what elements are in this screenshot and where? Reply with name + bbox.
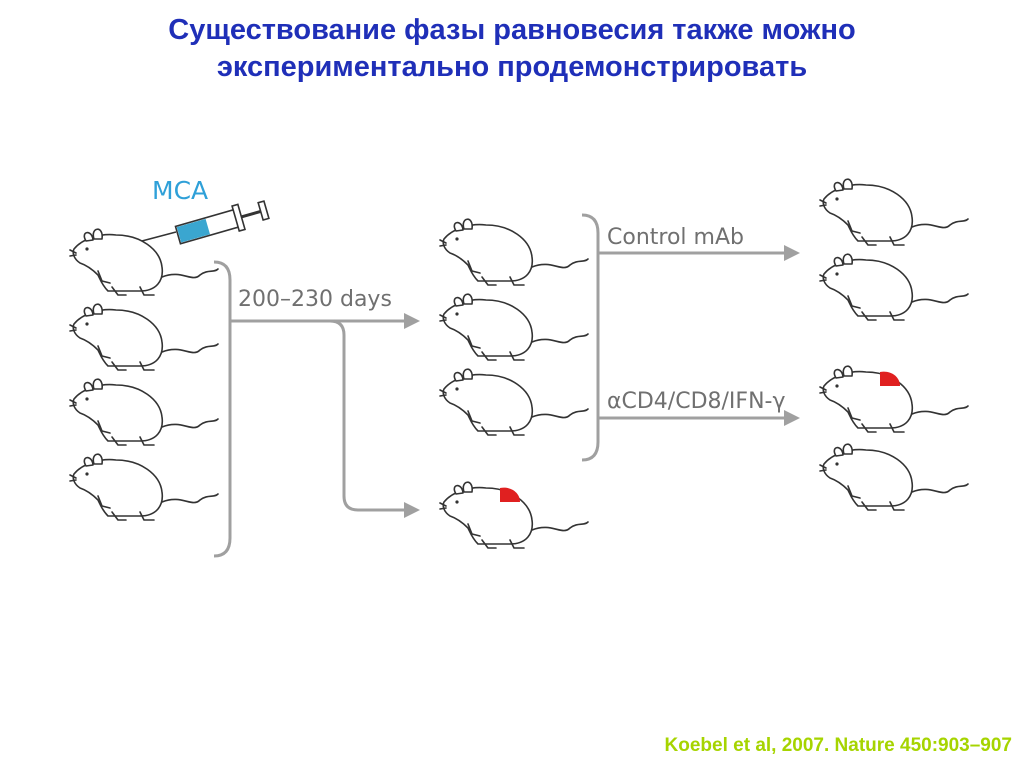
right-bracket: [581, 213, 600, 462]
mouse-icon: [69, 303, 219, 371]
arrow-to-tumor-mouse: [329, 319, 420, 518]
arrow-to-middle: [230, 313, 420, 329]
mouse-icon: [69, 453, 219, 521]
mouse-icon: [69, 378, 219, 446]
mouse-icon: [439, 218, 589, 286]
syringe-icon: [122, 200, 270, 247]
citation: Koebel et al, 2007. Nature 450:903–907: [664, 735, 1012, 756]
tumor-mouse-icon: [439, 481, 589, 549]
mouse-icon: [819, 443, 969, 511]
slide-title: Существование фазы равновесия также можн…: [0, 12, 1024, 86]
arrow-depletion: [598, 410, 800, 426]
mca-label: MCA: [152, 176, 208, 205]
depletion-label: αCD4/CD8/IFN-γ: [607, 389, 785, 414]
mouse-icon: [819, 253, 969, 321]
mouse-icon: [439, 293, 589, 361]
control-label: Control mAb: [607, 225, 744, 250]
mouse-icon: [439, 368, 589, 436]
period-label: 200–230 days: [238, 287, 392, 312]
arrow-control: [598, 245, 800, 261]
tumor-mouse-icon: [819, 365, 969, 433]
title-line-1: Существование фазы равновесия также можн…: [168, 14, 856, 46]
title-line-2: экспериментально продемонстрировать: [216, 51, 808, 83]
mouse-icon: [819, 178, 969, 246]
left-bracket: [213, 260, 232, 558]
